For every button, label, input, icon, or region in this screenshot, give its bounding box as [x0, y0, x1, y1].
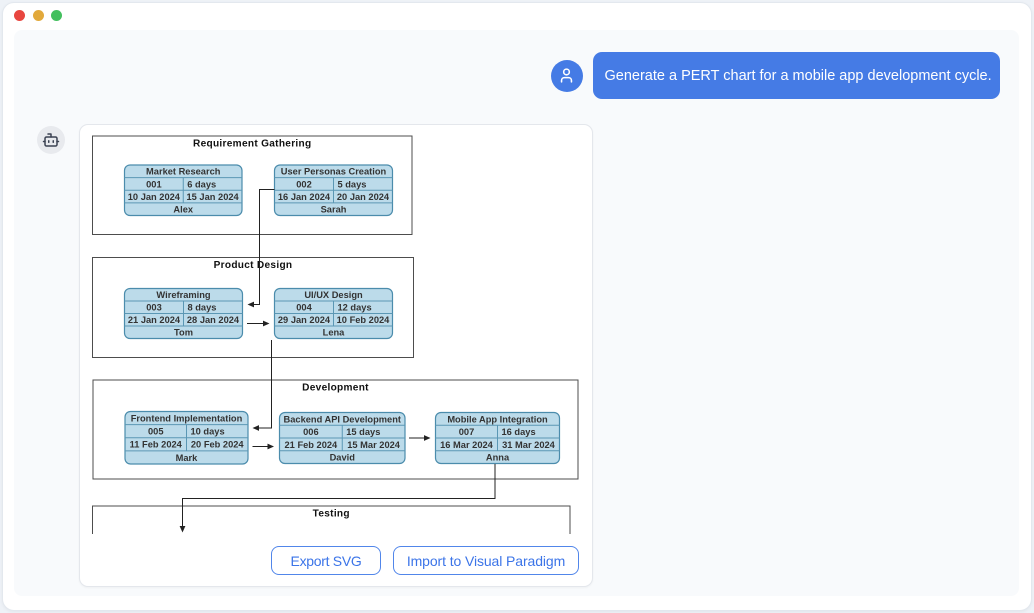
svg-text:Wireframing: Wireframing [156, 290, 210, 300]
svg-text:004: 004 [296, 303, 312, 313]
svg-text:Product Design: Product Design [214, 260, 293, 271]
svg-text:Requirement Gathering: Requirement Gathering [193, 139, 311, 150]
svg-text:20 Feb 2024: 20 Feb 2024 [191, 440, 245, 450]
svg-text:Anna: Anna [486, 453, 510, 463]
svg-text:21 Jan 2024: 21 Jan 2024 [128, 315, 181, 325]
svg-text:Lena: Lena [323, 328, 346, 338]
svg-text:20 Jan 2024: 20 Jan 2024 [337, 192, 390, 202]
svg-text:8 days: 8 days [188, 303, 217, 313]
svg-text:16 Mar 2024: 16 Mar 2024 [440, 440, 494, 450]
svg-text:Testing: Testing [313, 509, 350, 520]
svg-text:003: 003 [146, 303, 162, 313]
svg-text:10 days: 10 days [191, 427, 225, 437]
svg-text:005: 005 [148, 427, 164, 437]
svg-text:15 Mar 2024: 15 Mar 2024 [347, 440, 401, 450]
svg-text:12 days: 12 days [338, 303, 372, 313]
svg-text:16 days: 16 days [502, 427, 536, 437]
svg-text:6 days: 6 days [187, 179, 216, 189]
svg-text:Mobile App Integration: Mobile App Integration [447, 414, 548, 424]
svg-text:David: David [330, 453, 356, 463]
svg-text:11 Feb 2024: 11 Feb 2024 [130, 440, 183, 450]
svg-text:28 Jan 2024: 28 Jan 2024 [187, 315, 240, 325]
svg-text:Market Research: Market Research [146, 167, 221, 177]
svg-text:15 Jan 2024: 15 Jan 2024 [187, 192, 240, 202]
svg-text:Development: Development [302, 383, 369, 394]
svg-text:UI/UX Design: UI/UX Design [304, 290, 363, 300]
svg-text:31 Mar 2024: 31 Mar 2024 [502, 440, 556, 450]
svg-text:Tom: Tom [174, 328, 193, 338]
svg-text:16 Jan 2024: 16 Jan 2024 [278, 192, 331, 202]
svg-text:User Personas Creation: User Personas Creation [281, 167, 387, 177]
svg-text:006: 006 [303, 427, 319, 437]
svg-text:Sarah: Sarah [321, 205, 347, 215]
svg-text:15 days: 15 days [346, 427, 380, 437]
svg-text:007: 007 [459, 427, 475, 437]
svg-text:21 Feb 2024: 21 Feb 2024 [285, 440, 339, 450]
svg-text:Frontend Implementation: Frontend Implementation [131, 413, 243, 423]
svg-text:29 Jan 2024: 29 Jan 2024 [278, 315, 331, 325]
svg-text:001: 001 [146, 179, 162, 189]
svg-text:Backend API Development: Backend API Development [284, 414, 401, 424]
svg-text:10 Feb 2024: 10 Feb 2024 [337, 315, 391, 325]
svg-text:5 days: 5 days [338, 179, 367, 189]
svg-text:Mark: Mark [176, 453, 199, 463]
svg-text:Alex: Alex [173, 205, 193, 215]
svg-text:002: 002 [296, 179, 312, 189]
svg-text:10 Jan 2024: 10 Jan 2024 [128, 192, 181, 202]
